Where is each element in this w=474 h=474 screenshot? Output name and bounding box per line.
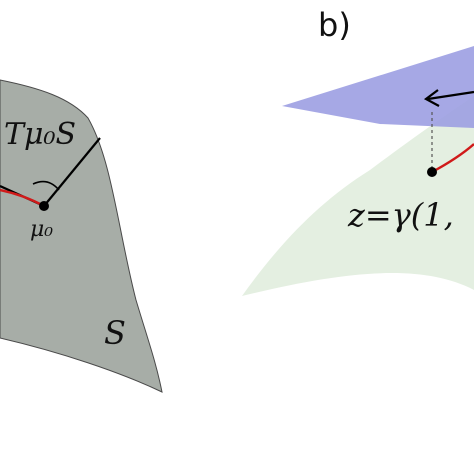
panel-b-label: b) [318, 6, 351, 44]
tangent-arrow [427, 90, 474, 101]
surface-label: S [104, 314, 126, 352]
panel-b: b) z=γ(1, [242, 6, 474, 296]
panel-a: Tμ₀S μ₀ S [0, 79, 163, 393]
tangent-plane [282, 46, 474, 128]
point-label: μ₀ [30, 217, 53, 242]
point-mu0 [39, 201, 49, 211]
surface-point [427, 167, 437, 177]
arrow-head [423, 89, 440, 107]
tangent-line-right [43, 137, 101, 207]
green-surface [242, 96, 474, 296]
angle-arc [32, 180, 60, 191]
equation-label: z=γ(1, [347, 196, 454, 234]
tangent-space-label: Tμ₀S [4, 117, 76, 152]
manifold-surface [0, 79, 163, 393]
